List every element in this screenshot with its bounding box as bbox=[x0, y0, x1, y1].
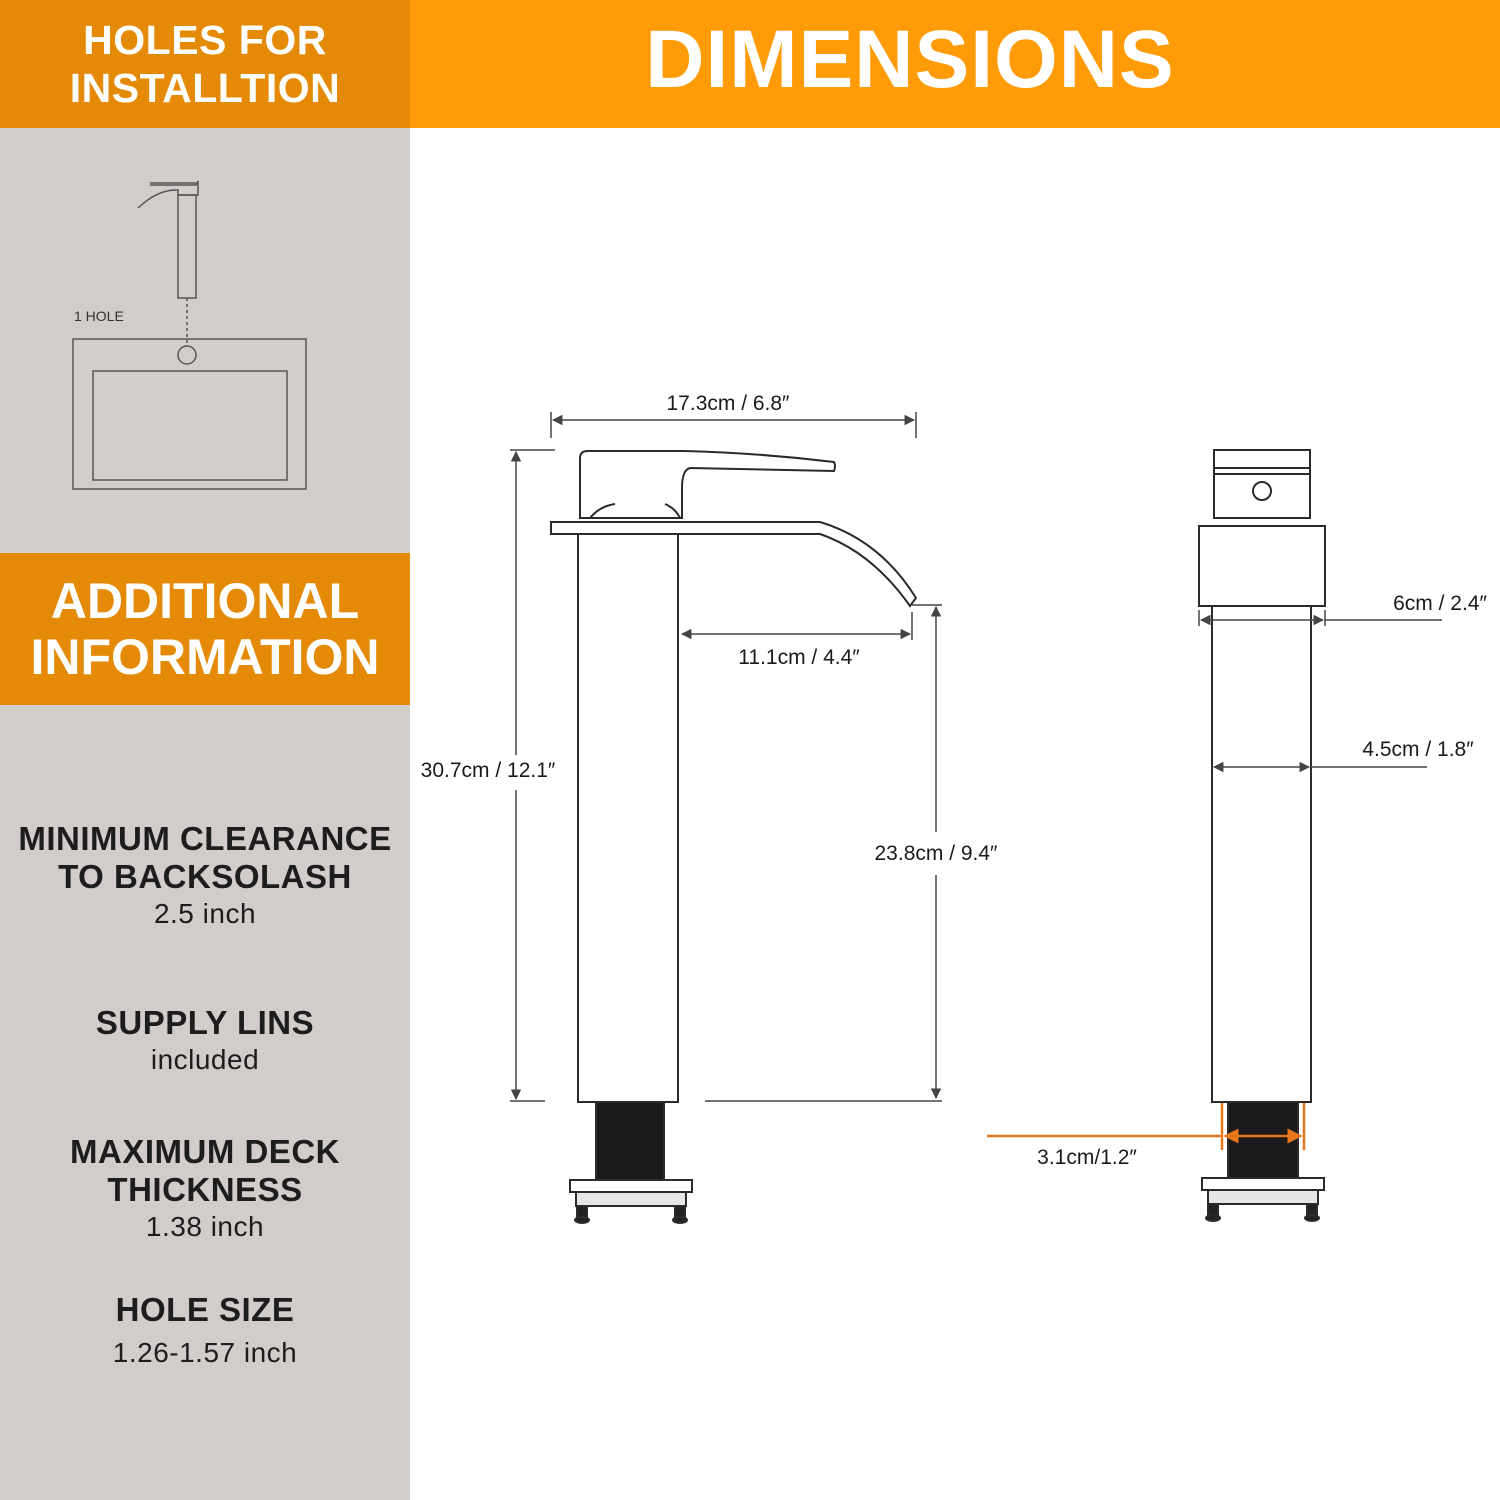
info-deck-title: MAXIMUM DECK THICKNESS bbox=[70, 1133, 340, 1208]
side-handle bbox=[1213, 449, 1311, 519]
faucet-front-view bbox=[550, 450, 918, 1224]
info-clearance: MINIMUM CLEARANCE TO BACKSOLASH 2.5 inch bbox=[0, 820, 410, 932]
shank-dimension-line bbox=[987, 1103, 1306, 1150]
info-supply-value: included bbox=[150, 1044, 260, 1075]
faucet-body bbox=[577, 533, 679, 1103]
info-deck-value: 1.38 inch bbox=[145, 1211, 265, 1242]
faucet-handle bbox=[579, 450, 836, 519]
faucet-mount-plate bbox=[569, 1179, 693, 1193]
info-hole-size: HOLE SIZE 1.26-1.57 inch bbox=[0, 1291, 410, 1371]
side-shank bbox=[1227, 1101, 1299, 1179]
install-hole-diagram: 1 HOLE bbox=[72, 180, 307, 490]
info-clearance-title: MINIMUM CLEARANCE TO BACKSOLASH bbox=[18, 820, 392, 895]
spout-reach-label: 11.1cm / 4.4″ bbox=[738, 646, 860, 669]
additional-info-header: ADDITIONAL INFORMATION bbox=[0, 553, 410, 705]
total-height-label: 30.7cm / 12.1″ bbox=[421, 759, 556, 782]
faucet-shank bbox=[595, 1101, 665, 1183]
info-clearance-value: 2.5 inch bbox=[153, 898, 257, 929]
dimensions-title: DIMENSIONS bbox=[645, 14, 1175, 105]
info-hole-size-title: HOLE SIZE bbox=[115, 1291, 295, 1328]
info-supply-title: SUPPLY LINS bbox=[95, 1004, 315, 1041]
sidebar bbox=[0, 0, 410, 1500]
sink-outline bbox=[72, 338, 307, 490]
base-width-label: 6cm / 2.4″ bbox=[1393, 592, 1487, 615]
install-holes-title: HOLES FOR INSTALLTION bbox=[69, 17, 341, 111]
front-dimension-lines bbox=[510, 412, 942, 1102]
hole-label: 1 HOLE bbox=[74, 308, 124, 324]
total-width-label: 17.3cm / 6.8″ bbox=[667, 392, 791, 415]
spout-height-label: 23.8cm / 9.4″ bbox=[875, 842, 999, 865]
side-dimension-lines bbox=[1198, 610, 1442, 773]
additional-info-title: ADDITIONAL INFORMATION bbox=[30, 573, 380, 685]
side-spout-block bbox=[1198, 525, 1326, 607]
faucet-dimension-drawing: 17.3cm / 6.8″ 11.1cm / 4.4″ 30.7cm / 12.… bbox=[421, 392, 1487, 1224]
faucet-spout bbox=[550, 521, 918, 608]
dimensions-header: DIMENSIONS bbox=[410, 0, 1500, 128]
side-mount-plate bbox=[1201, 1177, 1325, 1191]
side-body bbox=[1211, 605, 1312, 1103]
info-supply: SUPPLY LINS included bbox=[0, 1004, 410, 1078]
install-holes-header: HOLES FOR INSTALLTION bbox=[0, 0, 410, 128]
mini-faucet-icon bbox=[137, 180, 199, 345]
info-deck: MAXIMUM DECK THICKNESS 1.38 inch bbox=[0, 1133, 410, 1245]
faucet-side-view bbox=[1198, 449, 1326, 1222]
body-width-label: 4.5cm / 1.8″ bbox=[1362, 738, 1474, 761]
info-hole-size-value: 1.26-1.57 inch bbox=[112, 1337, 298, 1368]
shank-diameter-label: 3.1cm/1.2″ bbox=[1037, 1146, 1137, 1169]
